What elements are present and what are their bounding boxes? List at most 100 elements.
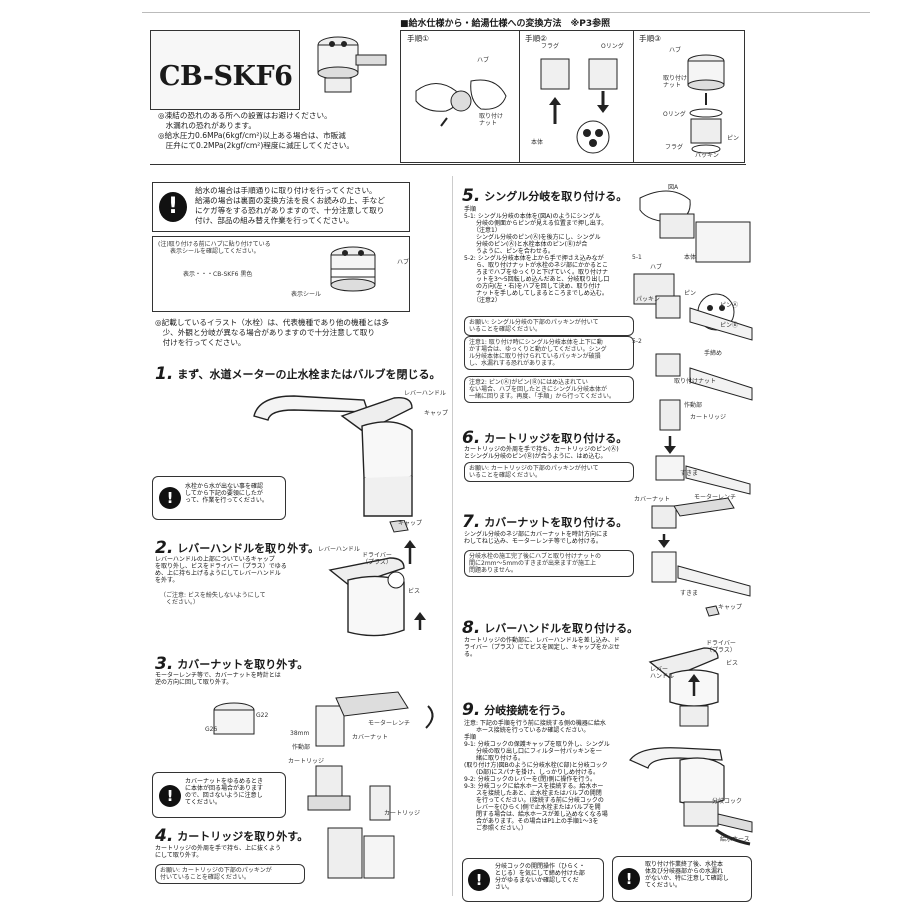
proc1-label-hub: ハブ bbox=[477, 57, 490, 64]
step3-heading: 3. カバーナットを取り外す。 bbox=[155, 654, 308, 674]
step3-number: 3. bbox=[155, 654, 174, 674]
bottom-warning-2-text: 取り付け作業終了後、水栓本 体及び分岐器部からの水漏れ がないか、特に注意して確… bbox=[645, 861, 729, 889]
step3-title: カバーナットを取り外す。 bbox=[177, 658, 309, 671]
step1-heading: 1. まず、水道メーターの止水栓またはバルブを閉じる。 bbox=[155, 364, 441, 384]
step2-label-driver: ドライバー （プラス） bbox=[362, 552, 392, 566]
step7-text: シングル分岐のネジ部にカバーナットを時計方向にま わしてねじ込み、モーターレンチ… bbox=[464, 531, 609, 545]
step3-text: モーターレンチ等で、カバーナットを時計とは 逆の方向に回して取り外す。 bbox=[155, 672, 281, 686]
conversion-title: ■給水仕様から・給湯仕様への変換方法 ※P3参照 bbox=[400, 19, 611, 29]
hub-label-illustration bbox=[330, 246, 376, 292]
proc3-illustration bbox=[687, 54, 725, 154]
step5-note-3: 注意2: ピン(Ⓐ)がピン(Ⓑ)にはめ込まれてい ない場合、ハブを回したときにシ… bbox=[464, 376, 634, 403]
illustration-note: ◎記載しているイラスト（水栓）は、代表機種であり他の機種とは多 少、外観と分岐が… bbox=[155, 318, 389, 347]
proc-divider-2 bbox=[633, 31, 634, 162]
step3-label-g22: G22 bbox=[256, 712, 269, 719]
proc2-illustration bbox=[540, 58, 618, 154]
step5-label-5-1: 5-1 bbox=[632, 254, 642, 261]
step8-label-screw: ビス bbox=[726, 660, 739, 667]
proc3-label-oring: Oリング bbox=[663, 111, 686, 118]
proc-label-1: 手順① bbox=[407, 34, 429, 43]
step7-illustration bbox=[651, 497, 751, 597]
step3-label-working: 作動部 bbox=[292, 744, 311, 751]
conversion-box: 手順① 手順② 手順③ ハブ 取り付け ナット 本体 フラグ Oリング ハブ 取… bbox=[400, 30, 745, 163]
exclamation-icon: ! bbox=[159, 785, 181, 807]
step3-label-wrench: モーターレンチ bbox=[368, 720, 411, 727]
step9-number: 9. bbox=[462, 700, 481, 720]
proc-divider-1 bbox=[519, 31, 520, 162]
step4-heading: 4. カートリッジを取り外す。 bbox=[155, 826, 308, 846]
step6-illustration bbox=[655, 399, 751, 495]
exclamation-icon: ! bbox=[468, 869, 490, 891]
proc3-label-hub: ハブ bbox=[669, 47, 682, 54]
step6-number: 6. bbox=[462, 428, 481, 448]
header-note-4: 圧弁にて0.2MPa(2kgf/cm²)程度に減圧してください。 bbox=[158, 141, 354, 150]
header-note-3: ◎給水圧力0.6MPa(6kgf/cm²)以上ある場合は、市販減 bbox=[158, 131, 346, 140]
proc1-label-nut: 取り付け ナット bbox=[479, 113, 504, 127]
step5-label-pinA: ピンⒶ bbox=[720, 302, 739, 309]
step7-label-gap: すきま bbox=[680, 590, 699, 597]
header-notes: ◎凍結の恐れのある所への設置はお避けください。 水漏れの恐れがあります。 ◎給水… bbox=[158, 111, 398, 151]
step4-illustration bbox=[327, 827, 395, 879]
step3-warning-text: カバーナットをゆるめるとき に本体が回る場合があります ので、回さないように注意… bbox=[185, 778, 264, 806]
faucet-illustration-1 bbox=[253, 395, 413, 517]
step9-heading: 9. 分岐接続を行う。 bbox=[462, 700, 572, 720]
exclamation-icon: ! bbox=[618, 868, 640, 890]
proc-label-3: 手順③ bbox=[639, 34, 661, 43]
step5-label-figA: 図A bbox=[668, 184, 679, 191]
step2-number: 2. bbox=[155, 538, 174, 558]
step5-title: シングル分岐を取り付ける。 bbox=[484, 190, 628, 203]
step6-title: カートリッジを取り付ける。 bbox=[484, 432, 628, 445]
product-illustration bbox=[317, 36, 387, 93]
bottom-warning-2: ! 取り付け作業終了後、水栓本 体及び分岐器部からの水漏れ がないか、特に注意し… bbox=[612, 856, 752, 902]
exclamation-icon: ! bbox=[159, 487, 181, 509]
step3-warning-box: ! カバーナットをゆるめるとき に本体が回る場合があります ので、回さないように… bbox=[152, 772, 286, 818]
model-title-box: CB-SKF6 bbox=[150, 30, 300, 110]
label-note-box: (注)取り付ける前にハブに貼り付けている 表示シールを確認してください。 表示・… bbox=[152, 236, 410, 312]
proc3-label-nut: 取り付け ナット bbox=[663, 75, 688, 89]
step5-label-packing: パッキン bbox=[636, 296, 660, 303]
step7-title: カバーナットを取り付ける。 bbox=[484, 516, 628, 529]
exclamation-icon: ! bbox=[159, 192, 187, 222]
step4-title: カートリッジを取り外す。 bbox=[177, 830, 309, 843]
step5-label-pin: ピン bbox=[684, 290, 697, 297]
step6-label-cartridge: カートリッジ bbox=[690, 414, 727, 421]
step9-label-hose: 給水ホース bbox=[720, 836, 750, 843]
faucet-illustration-2 bbox=[328, 520, 426, 637]
step8-label-lever: レバー ハンドル bbox=[650, 666, 675, 680]
proc3-label-pin: ピン bbox=[727, 135, 740, 142]
step9-text: 注意: 下記の手順を行う前に接続する側の機器に給水 ホース接続を行っているか確認… bbox=[464, 720, 610, 832]
step8-illustration bbox=[648, 605, 720, 727]
step5-label-handtight: 手締め bbox=[704, 350, 723, 357]
step2-label-cap: キャップ bbox=[398, 520, 423, 527]
step8-label-cap: キャップ bbox=[718, 604, 743, 611]
step9-illustration bbox=[629, 747, 753, 846]
step5-text: 手順 5-1: シングル分岐の本体を(図A)のようにシングル 分岐の側面からピン… bbox=[464, 206, 610, 304]
step1-warning-box: ! 水栓から水が出ない事を確認 してから下記の要領にしたが って、作業を行ってく… bbox=[152, 476, 286, 520]
step5-label-5-2: 5-2 bbox=[632, 338, 642, 345]
proc2-label-oring: Oリング bbox=[601, 43, 624, 50]
step7-label-wrench: モーターレンチ bbox=[694, 494, 737, 501]
step2-label-screw: ビス bbox=[408, 588, 421, 595]
proc1-illustration bbox=[415, 79, 507, 127]
header-note-2: 水漏れの恐れがあります。 bbox=[158, 121, 256, 130]
step5-note-2: 注意1: 取り付け時にシングル分岐本体を上下に動 かす場合は、ゆっくりと動かして… bbox=[464, 336, 634, 370]
page-top-border bbox=[142, 12, 870, 13]
step7-label-covernut: カバーナット bbox=[634, 496, 671, 503]
header-note-1: ◎凍結の恐れのある所への設置はお避けください。 bbox=[158, 111, 332, 120]
label-display-text: 表示・・・CB-SKF6 黒色 bbox=[183, 271, 253, 278]
step2-label-lever: レバーハンドル bbox=[318, 546, 360, 553]
proc3-label-packing: パッキン bbox=[695, 152, 719, 159]
step5-label-pinB: ピンⒷ bbox=[720, 322, 739, 329]
step1-label-lever: レバーハンドル bbox=[404, 390, 446, 397]
step1-label-cap: キャップ bbox=[424, 410, 449, 417]
step3-label-covernut: カバーナット bbox=[352, 734, 389, 741]
step6-text: カートリッジの外周を手で持ち、カートリッジのピン(Ⓐ) とシングル分岐のピン(Ⓑ… bbox=[464, 446, 619, 460]
step1-warning-text: 水栓から水が出ない事を確認 してから下記の要領にしたが って、作業を行ってくださ… bbox=[185, 483, 268, 504]
bottom-warning-1-text: 分岐コックの開閉操作（ひらく・ とじる）を気にして締め付けた部 分がゆるまないか… bbox=[495, 863, 586, 891]
step6-note: お願い: カートリッジの下部のパッキンが付いて いることを確認ください。 bbox=[464, 462, 634, 482]
label-part-hub: ハブ bbox=[397, 259, 410, 266]
proc2-label-body: 本体 bbox=[531, 139, 544, 146]
step3-label-g26: G26 bbox=[205, 726, 218, 733]
step3-illustration bbox=[213, 691, 434, 821]
step3-label-38mm: 38mm bbox=[290, 730, 310, 737]
